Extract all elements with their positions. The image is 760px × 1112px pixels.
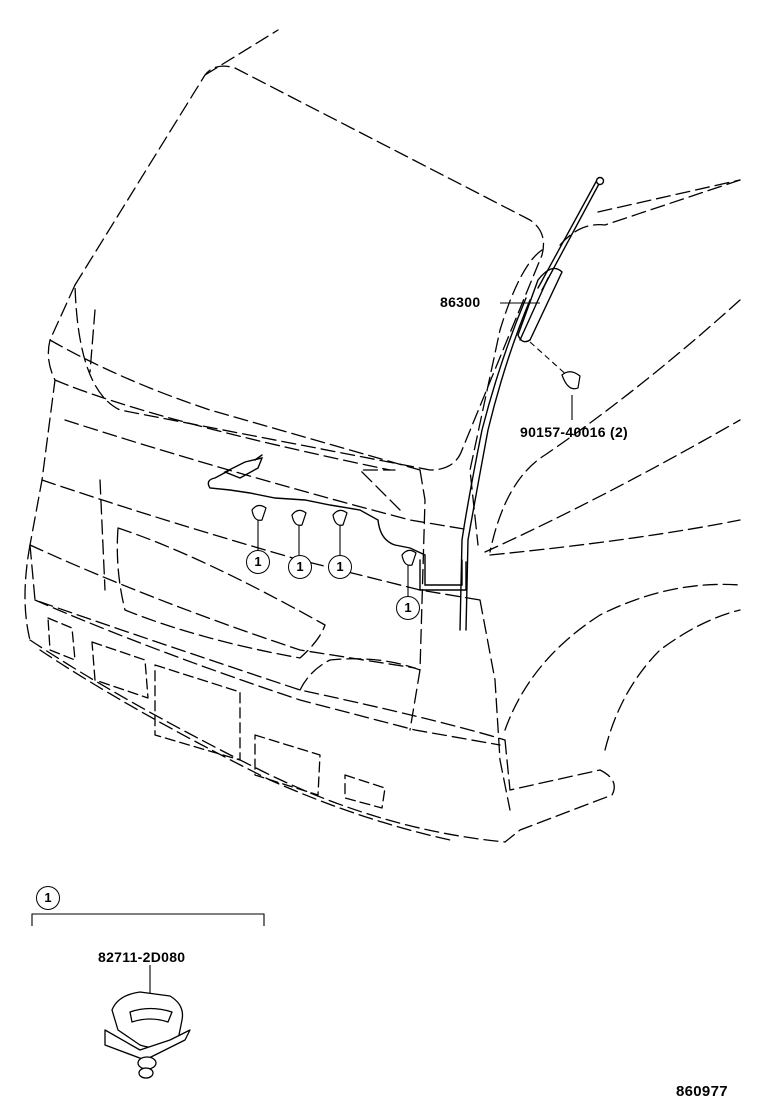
fog-lamp-right-2: [344, 774, 386, 809]
cab-rear-top: [559, 179, 741, 246]
cab-front-left: [29, 284, 76, 546]
wheel-arch-lower: [604, 609, 741, 751]
fog-lamp-right-1: [254, 734, 321, 796]
a-pillar: [469, 249, 543, 546]
antenna-base: [517, 267, 563, 343]
clamp-detail-pin: [137, 1056, 157, 1070]
antenna-feed-cable-2: [419, 559, 467, 591]
bumper-right: [504, 739, 615, 843]
plate-area: [154, 664, 241, 761]
callout-ref: 1: [288, 555, 312, 579]
fog-lamp-left-1: [47, 617, 76, 661]
grille-opening: [116, 527, 326, 659]
bumper-mid: [34, 599, 501, 746]
wire-end: [254, 454, 263, 461]
cab-right-edge: [409, 469, 426, 731]
clamp-detail-slot: [129, 1007, 173, 1023]
cable-clamp: [251, 504, 267, 521]
part-label-86300: 86300: [440, 294, 481, 310]
clamp-detail-tip: [138, 1067, 154, 1079]
callout-ref: 1: [328, 555, 352, 579]
antenna-cable-inner: [459, 297, 527, 631]
fog-lamp-left-2: [91, 641, 149, 699]
wheel-arch: [504, 583, 741, 731]
door-line: [489, 299, 741, 553]
cab-roof: [204, 29, 279, 76]
figure-id: 860977: [676, 1083, 728, 1100]
grille-frame: [41, 479, 481, 601]
callout-ref: 1: [246, 550, 270, 574]
bumper-top: [29, 544, 506, 741]
inner-panel: [299, 658, 421, 691]
antenna-tip: [595, 176, 605, 186]
cable-clamp: [291, 509, 307, 526]
antenna-feed-cable: [207, 469, 463, 586]
windshield-outline: [74, 65, 545, 471]
leader-screw-dashed: [529, 341, 571, 379]
cab-front-upper: [49, 339, 421, 471]
legend-callout-ref: 1: [36, 886, 60, 910]
cable-clamp: [401, 549, 417, 566]
antenna-cable-strip: [519, 277, 549, 341]
bumper-lower: [29, 639, 506, 843]
cab-rear-roof: [597, 179, 741, 213]
cab-side-mid: [489, 519, 741, 556]
part-label-screw: 90157-40016 (2): [520, 424, 629, 440]
cab-front-band2: [64, 419, 471, 531]
inner-panel2: [359, 469, 401, 511]
cab-front-vertical: [89, 309, 106, 591]
part-label-82711: 82711-2D080: [98, 949, 186, 965]
cab-side-upper: [484, 419, 741, 553]
bumper-front-bottom: [39, 649, 451, 841]
antenna-plug: [223, 457, 264, 479]
cable-clamp: [332, 509, 348, 526]
antenna-cable-outer: [465, 299, 531, 631]
callout-ref: 1: [396, 596, 420, 620]
antenna-rod: [541, 181, 601, 291]
cab-right-edge2: [479, 599, 511, 811]
clamp-detail-flange: [104, 1029, 191, 1061]
grille-lower: [29, 544, 416, 669]
bumper-left: [24, 544, 31, 641]
screw-icon: [561, 371, 581, 390]
legend-bracket: [31, 913, 265, 926]
cab-front-band: [54, 379, 391, 471]
